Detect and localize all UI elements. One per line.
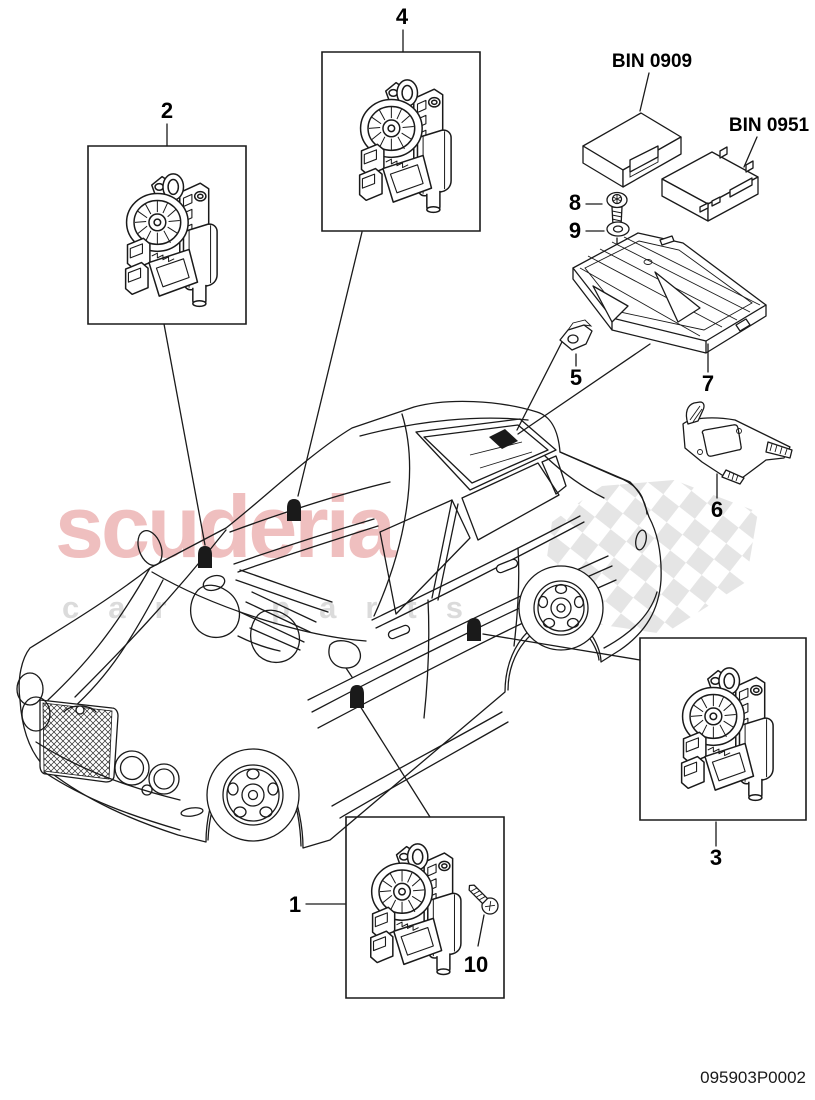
- callout-4: 4: [396, 4, 409, 29]
- callout-1: 1: [289, 892, 301, 917]
- control-module-0951: [662, 147, 758, 221]
- front-wheel: [207, 749, 301, 846]
- window-motor-icon: [369, 843, 462, 976]
- callout-6: 6: [711, 497, 723, 522]
- window-motor-box-4: [322, 52, 480, 231]
- washer-9-icon: [607, 222, 629, 236]
- bin-0951-label: BIN 0951: [729, 115, 810, 136]
- leader-lines: [164, 30, 757, 946]
- window-motor-icon: [358, 79, 452, 214]
- car-illustration: [17, 401, 661, 848]
- mounting-tray-7: [573, 233, 766, 353]
- window-motor-box-3: [640, 638, 806, 820]
- control-module-0909: [583, 113, 681, 187]
- window-motor-box-2: [88, 146, 246, 324]
- callout-3: 3: [710, 845, 722, 870]
- bracket-clip-5: [560, 320, 592, 350]
- callout-10: 10: [464, 952, 488, 977]
- car-interior: [191, 570, 332, 662]
- door-handle: [387, 558, 518, 640]
- screw-10-icon: [464, 880, 501, 917]
- motor-location-markers: [198, 429, 518, 708]
- window-motor-icon: [124, 173, 218, 308]
- watermark-brand: scuderia: [55, 477, 396, 576]
- callout-8: 8: [569, 190, 581, 215]
- callout-7: 7: [702, 371, 714, 396]
- side-mirror: [134, 527, 361, 677]
- callout-5: 5: [570, 365, 582, 390]
- bin-0909-label: BIN 0909: [612, 51, 692, 72]
- bentley-emblem: [76, 706, 84, 714]
- mounting-bracket-6: [683, 402, 792, 484]
- window-motor-box-1: [346, 817, 504, 998]
- rear-wheel: [508, 566, 603, 690]
- window-motor-icon: [680, 667, 774, 802]
- callout-9: 9: [569, 218, 581, 243]
- part-number: 095903P0002: [700, 1068, 806, 1087]
- callout-2: 2: [161, 98, 173, 123]
- front-grille: [40, 700, 118, 782]
